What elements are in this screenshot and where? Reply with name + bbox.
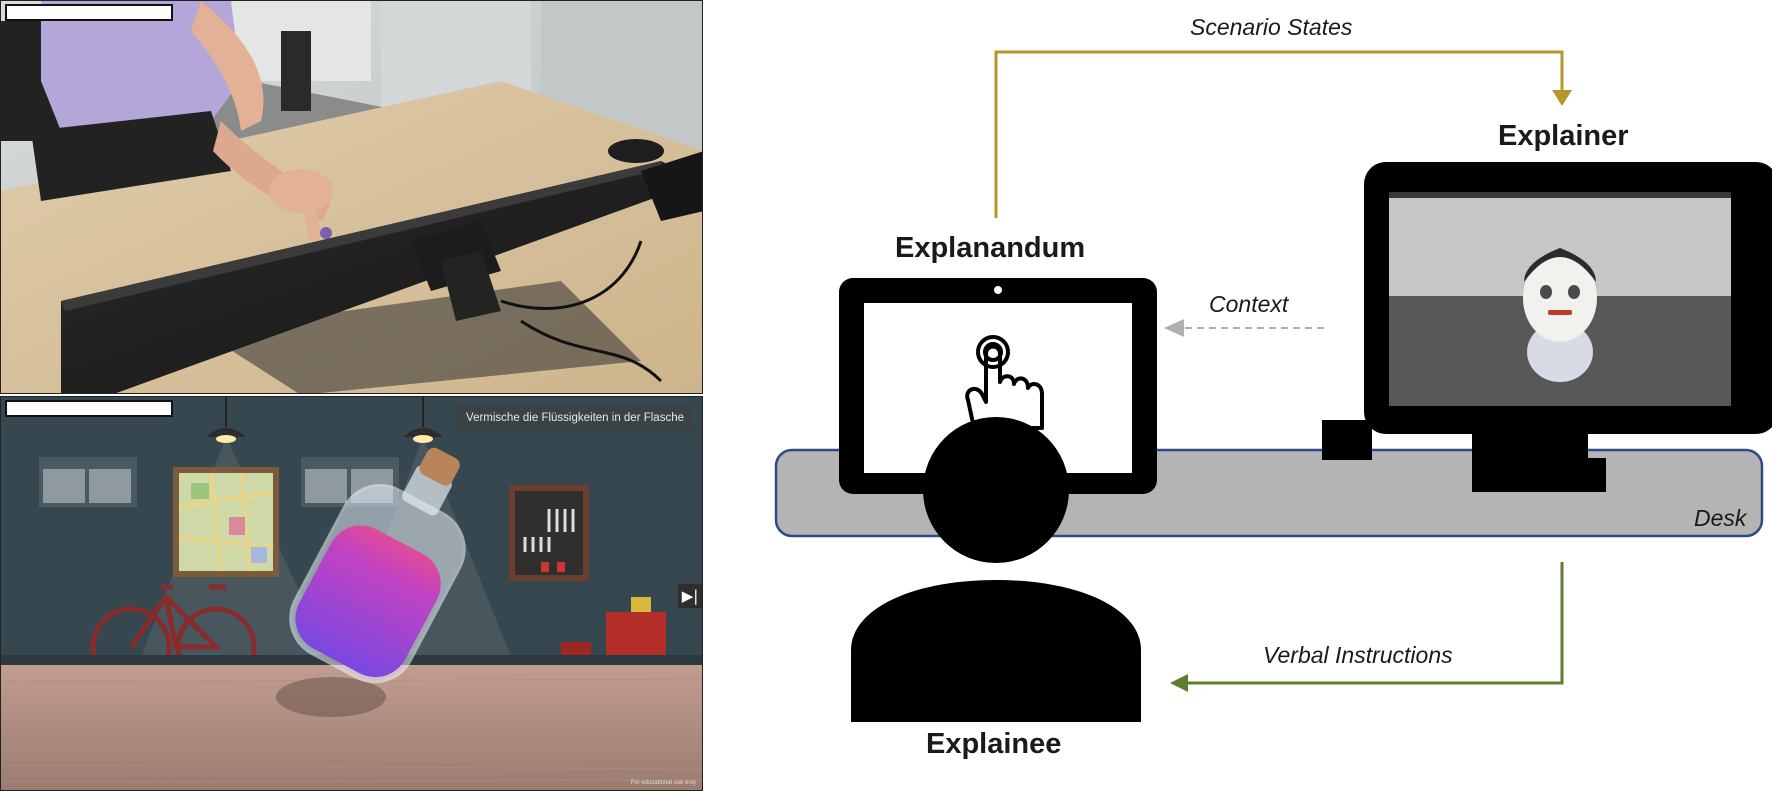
explainer-monitor <box>1322 162 1772 492</box>
desk-label: Desk <box>1694 505 1747 531</box>
explanandum-label: Explanandum <box>895 232 1086 264</box>
footer-note: For educational use only <box>630 780 696 786</box>
context-arrow <box>1164 319 1324 337</box>
verbal-instructions-arrow <box>1170 562 1564 692</box>
skip-icon[interactable]: ▶| <box>678 584 702 608</box>
tablet-photo-illustration <box>1 1 702 393</box>
scenario-states-label: Scenario States <box>1190 14 1353 40</box>
scenario-states-arrow <box>994 50 1572 218</box>
touch-hand-icon <box>965 335 1044 430</box>
explainee-body <box>851 580 1141 722</box>
game-instruction-caption: Vermische die Flüssigkeiten in der Flasc… <box>456 405 694 431</box>
verbal-instructions-label: Verbal Instructions <box>1263 642 1453 668</box>
explainee-label: Explainee <box>926 728 1062 760</box>
explainee-head <box>923 417 1069 563</box>
context-label: Context <box>1209 291 1289 317</box>
diagram-canvas <box>774 50 1772 722</box>
explainer-label: Explainer <box>1498 120 1629 152</box>
setup-diagram: Scenario States Explainer Explanandum Co… <box>760 0 1772 791</box>
label-placeholder-box <box>5 400 173 417</box>
game-scene-illustration <box>1 397 702 790</box>
label-placeholder-box <box>5 4 173 21</box>
photo-hand-touching-tablet <box>0 0 703 394</box>
photo-game-scene: Vermische die Flüssigkeiten in der Flasc… <box>0 396 703 791</box>
